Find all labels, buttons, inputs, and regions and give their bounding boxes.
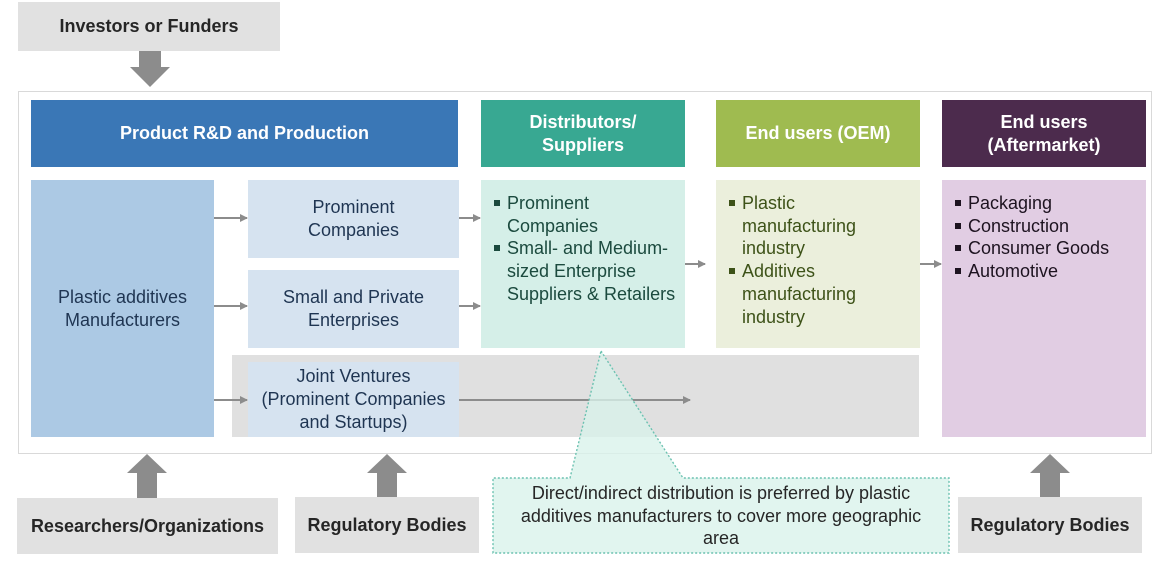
aftermarket-header-label: End users (Aftermarket) xyxy=(987,111,1101,155)
distributors-list-box: Prominent Companies Small- and Medium-si… xyxy=(481,180,685,348)
manufacturers-label: Plastic additives Manufacturers xyxy=(57,286,188,330)
production-header-label: Product R&D and Production xyxy=(120,123,369,143)
segment-label: Joint Ventures (Prominent Companies and … xyxy=(261,366,446,432)
oem-item: Plastic manufacturing industry xyxy=(728,192,912,260)
aftermarket-item: Construction xyxy=(954,215,1138,238)
investors-label: Investors or Funders xyxy=(59,16,239,36)
investors-box: Investors or Funders xyxy=(18,2,280,51)
manufacturers-box: Plastic additives Manufacturers xyxy=(31,180,214,437)
oem-header-label: End users (OEM) xyxy=(745,123,891,143)
regulatory-bodies-label: Regulatory Bodies xyxy=(970,514,1130,535)
oem-list-box: Plastic manufacturing industry Additives… xyxy=(716,180,920,348)
oem-list: Plastic manufacturing industry Additives… xyxy=(728,192,912,328)
aftermarket-item: Packaging xyxy=(954,192,1138,215)
aftermarket-item: Automotive xyxy=(954,260,1138,283)
distributors-item: Prominent Companies xyxy=(493,192,677,237)
segment-small-private-enterprises: Small and Private Enterprises xyxy=(248,270,459,348)
aftermarket-list: Packaging Construction Consumer Goods Au… xyxy=(954,192,1138,283)
regulatory-bodies-label: Regulatory Bodies xyxy=(307,514,467,535)
aftermarket-list-box: Packaging Construction Consumer Goods Au… xyxy=(942,180,1146,437)
aftermarket-header: End users (Aftermarket) xyxy=(942,100,1146,167)
arrow-up-icon xyxy=(127,454,167,498)
oem-item: Additives manufacturing industry xyxy=(728,260,912,328)
segment-joint-ventures: Joint Ventures (Prominent Companies and … xyxy=(248,362,459,437)
production-header: Product R&D and Production xyxy=(31,100,458,167)
distributors-header: Distributors/ Suppliers xyxy=(481,100,685,167)
regulatory-bodies-box-left: Regulatory Bodies xyxy=(295,497,479,553)
researchers-label: Researchers/Organizations xyxy=(30,515,265,536)
distributors-header-label: Distributors/ Suppliers xyxy=(529,111,637,155)
oem-header: End users (OEM) xyxy=(716,100,920,167)
arrow-up-icon xyxy=(1030,454,1070,497)
regulatory-bodies-box-right: Regulatory Bodies xyxy=(958,497,1142,553)
researchers-box: Researchers/Organizations xyxy=(17,498,278,554)
distributors-list: Prominent Companies Small- and Medium-si… xyxy=(493,192,677,306)
callout-text: Direct/indirect distribution is preferre… xyxy=(520,483,922,549)
segment-label: Prominent Companies xyxy=(307,197,400,240)
distributors-item: Small- and Medium-sized Enterprise Suppl… xyxy=(493,237,677,305)
segment-label: Small and Private Enterprises xyxy=(282,287,425,330)
arrow-up-icon xyxy=(367,454,407,497)
callout-note: Direct/indirect distribution is preferre… xyxy=(494,480,948,552)
segment-prominent-companies: Prominent Companies xyxy=(248,180,459,258)
callout-shape xyxy=(492,349,950,554)
arrow-down-icon xyxy=(130,51,170,87)
aftermarket-item: Consumer Goods xyxy=(954,237,1138,260)
